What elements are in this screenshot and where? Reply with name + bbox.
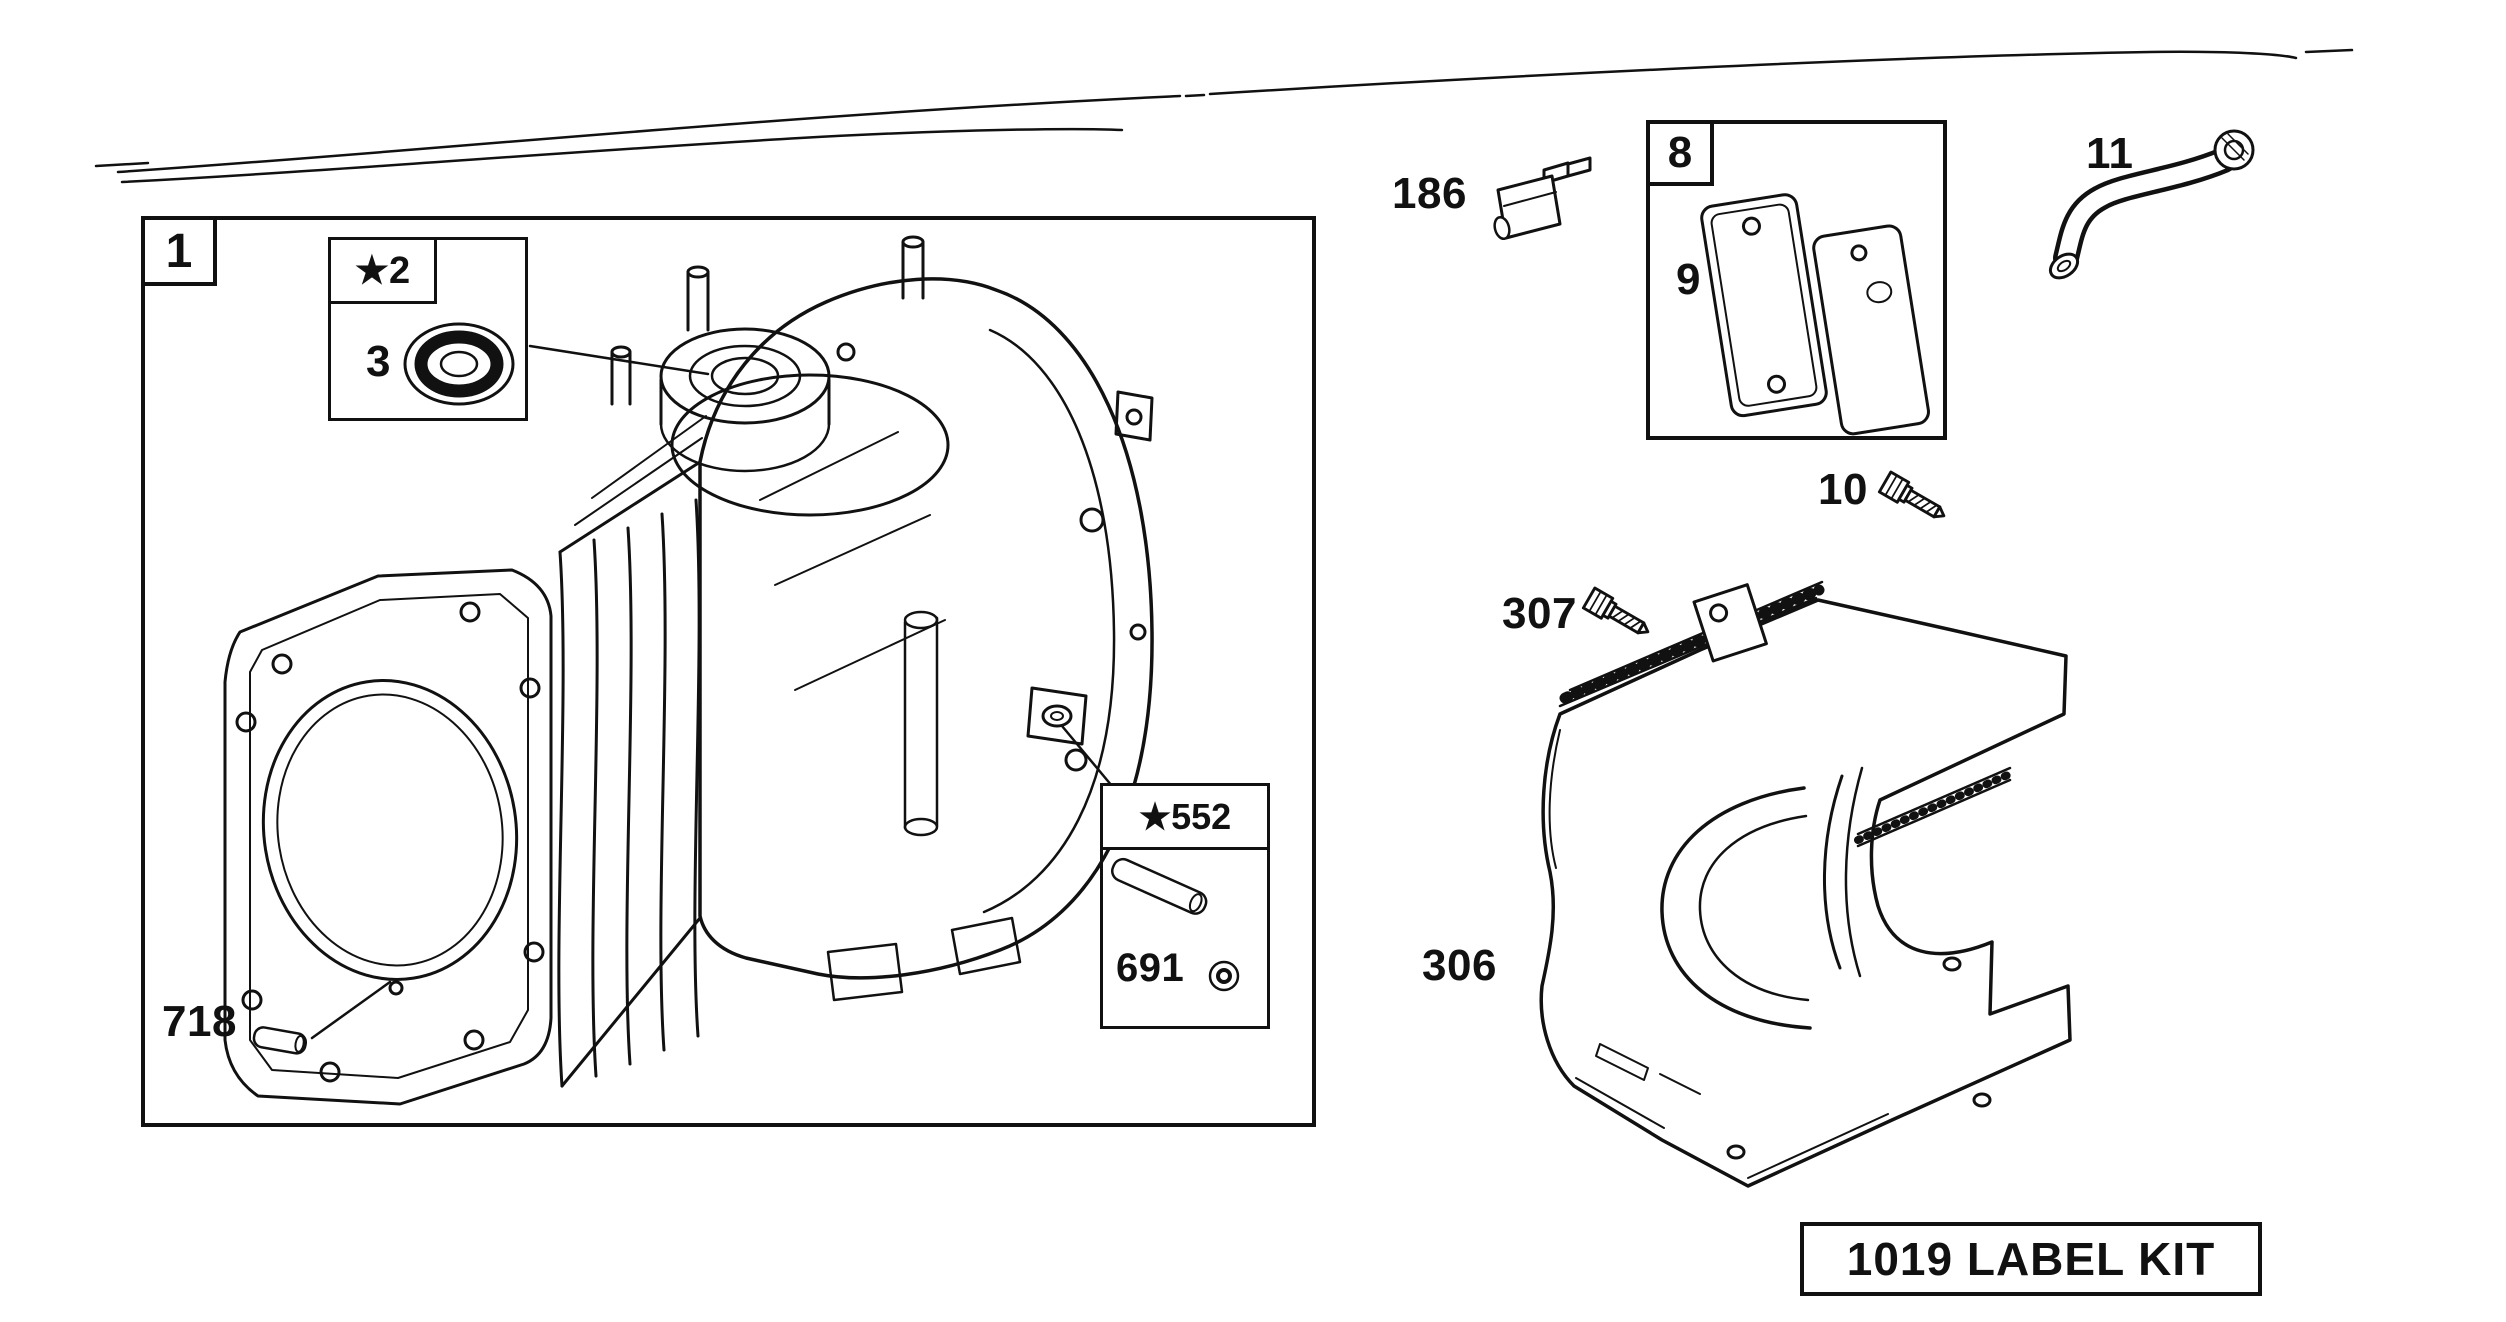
part-552-callout-box: ★552 (1103, 786, 1267, 850)
dowel-pin-718-drawing (252, 1026, 308, 1055)
part-2-label: ★2 (354, 250, 411, 292)
breather-plates-drawing (1700, 193, 1930, 436)
part-691-label: 691 (1116, 946, 1185, 990)
part-8-label: 8 (1667, 128, 1693, 177)
screw-307-drawing (1581, 586, 1656, 644)
part-9-label: 9 (1676, 255, 1701, 304)
part-306-label: 306 (1422, 941, 1497, 990)
part-10-label: 10 (1818, 465, 1868, 514)
pin-kit-box: ★552 (1100, 783, 1270, 1029)
elbow-fitting-186-drawing (1493, 156, 1592, 241)
part-1-label: 1 (165, 224, 193, 278)
main-assembly-box: 1 (141, 216, 1316, 1127)
pointer-lines (310, 344, 1114, 1040)
label-kit-box: 1019 LABEL KIT (1800, 1222, 2262, 1296)
engine-cylinder-assembly-drawing (223, 235, 1154, 1106)
part-552-label: ★552 (1138, 795, 1232, 837)
part-718-label: 718 (162, 997, 237, 1046)
part-2-callout-box: ★2 (331, 240, 437, 304)
part-3-label: 3 (366, 337, 391, 386)
screw-10-drawing (1877, 470, 1952, 528)
part-11-label: 11 (2086, 129, 2134, 178)
part-186-label: 186 (1392, 169, 1467, 218)
shroud-306-drawing (1539, 580, 2072, 1188)
part-8-callout-box: 8 (1650, 124, 1714, 186)
top-sketch-lines (94, 48, 2354, 184)
pin-691-drawing (1111, 857, 1240, 992)
seal-kit-box: ★2 (328, 237, 528, 421)
part-307-label: 307 (1502, 589, 1577, 638)
breather-box: 8 (1646, 120, 1947, 440)
label-kit-text: 1019 LABEL KIT (1846, 1233, 2216, 1285)
breather-tube-11-drawing (2048, 129, 2255, 280)
part-1-callout-box: 1 (145, 220, 217, 286)
